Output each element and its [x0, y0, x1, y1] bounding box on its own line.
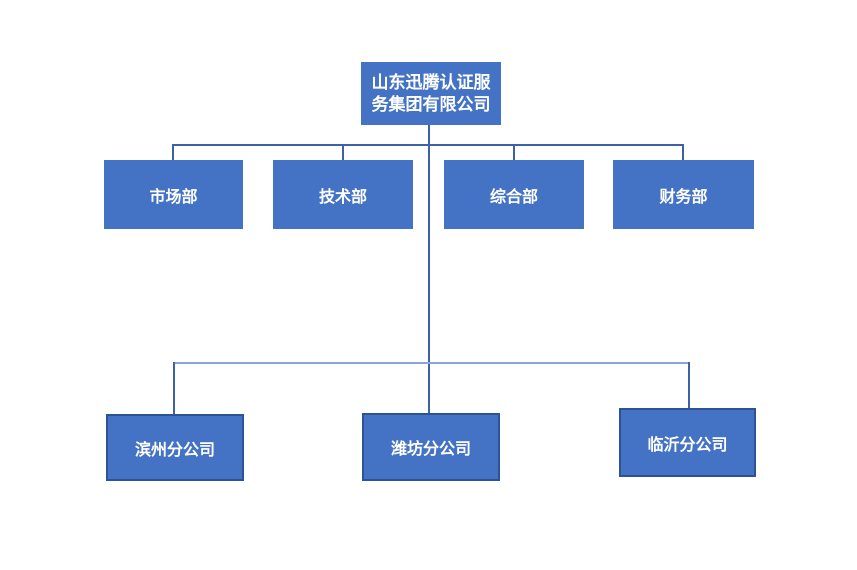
org-node-label: 潍坊分公司	[390, 439, 471, 458]
org-node-dept-finance[interactable]: 财务部	[613, 160, 754, 229]
org-node-root-label-line1: 山东迅腾认证服	[371, 72, 491, 93]
org-node-label: 财务部	[659, 186, 708, 206]
org-node-root-company[interactable]: 山东迅腾认证服 务集团有限公司	[361, 62, 501, 125]
connector-drop-dept-general	[513, 144, 515, 160]
org-node-label: 综合部	[489, 186, 538, 206]
org-node-dept-general[interactable]: 综合部	[444, 160, 584, 229]
org-node-branch-binzhou[interactable]: 滨州分公司	[106, 414, 244, 481]
connector-drop-branch-linyi	[688, 362, 690, 409]
org-node-label: 市场部	[149, 186, 198, 206]
org-node-dept-technology[interactable]: 技术部	[273, 160, 413, 229]
connector-drop-dept-technology	[342, 144, 344, 160]
connector-branches-horizontal	[174, 362, 690, 364]
org-node-branch-linyi[interactable]: 临沂分公司	[619, 408, 756, 477]
connector-drop-dept-marketing	[172, 144, 174, 160]
org-node-label: 滨州分公司	[134, 439, 215, 459]
org-node-dept-marketing[interactable]: 市场部	[104, 160, 243, 229]
org-node-root-label-line2: 务集团有限公司	[371, 94, 491, 115]
org-node-label: 技术部	[318, 186, 367, 206]
org-node-branch-weifang[interactable]: 潍坊分公司	[362, 413, 500, 481]
connector-drop-dept-finance	[682, 144, 684, 160]
connector-trunk-vertical	[428, 125, 430, 415]
connector-departments-horizontal	[173, 144, 684, 146]
connector-drop-branch-binzhou	[173, 362, 175, 415]
org-node-label: 临沂分公司	[647, 434, 728, 454]
